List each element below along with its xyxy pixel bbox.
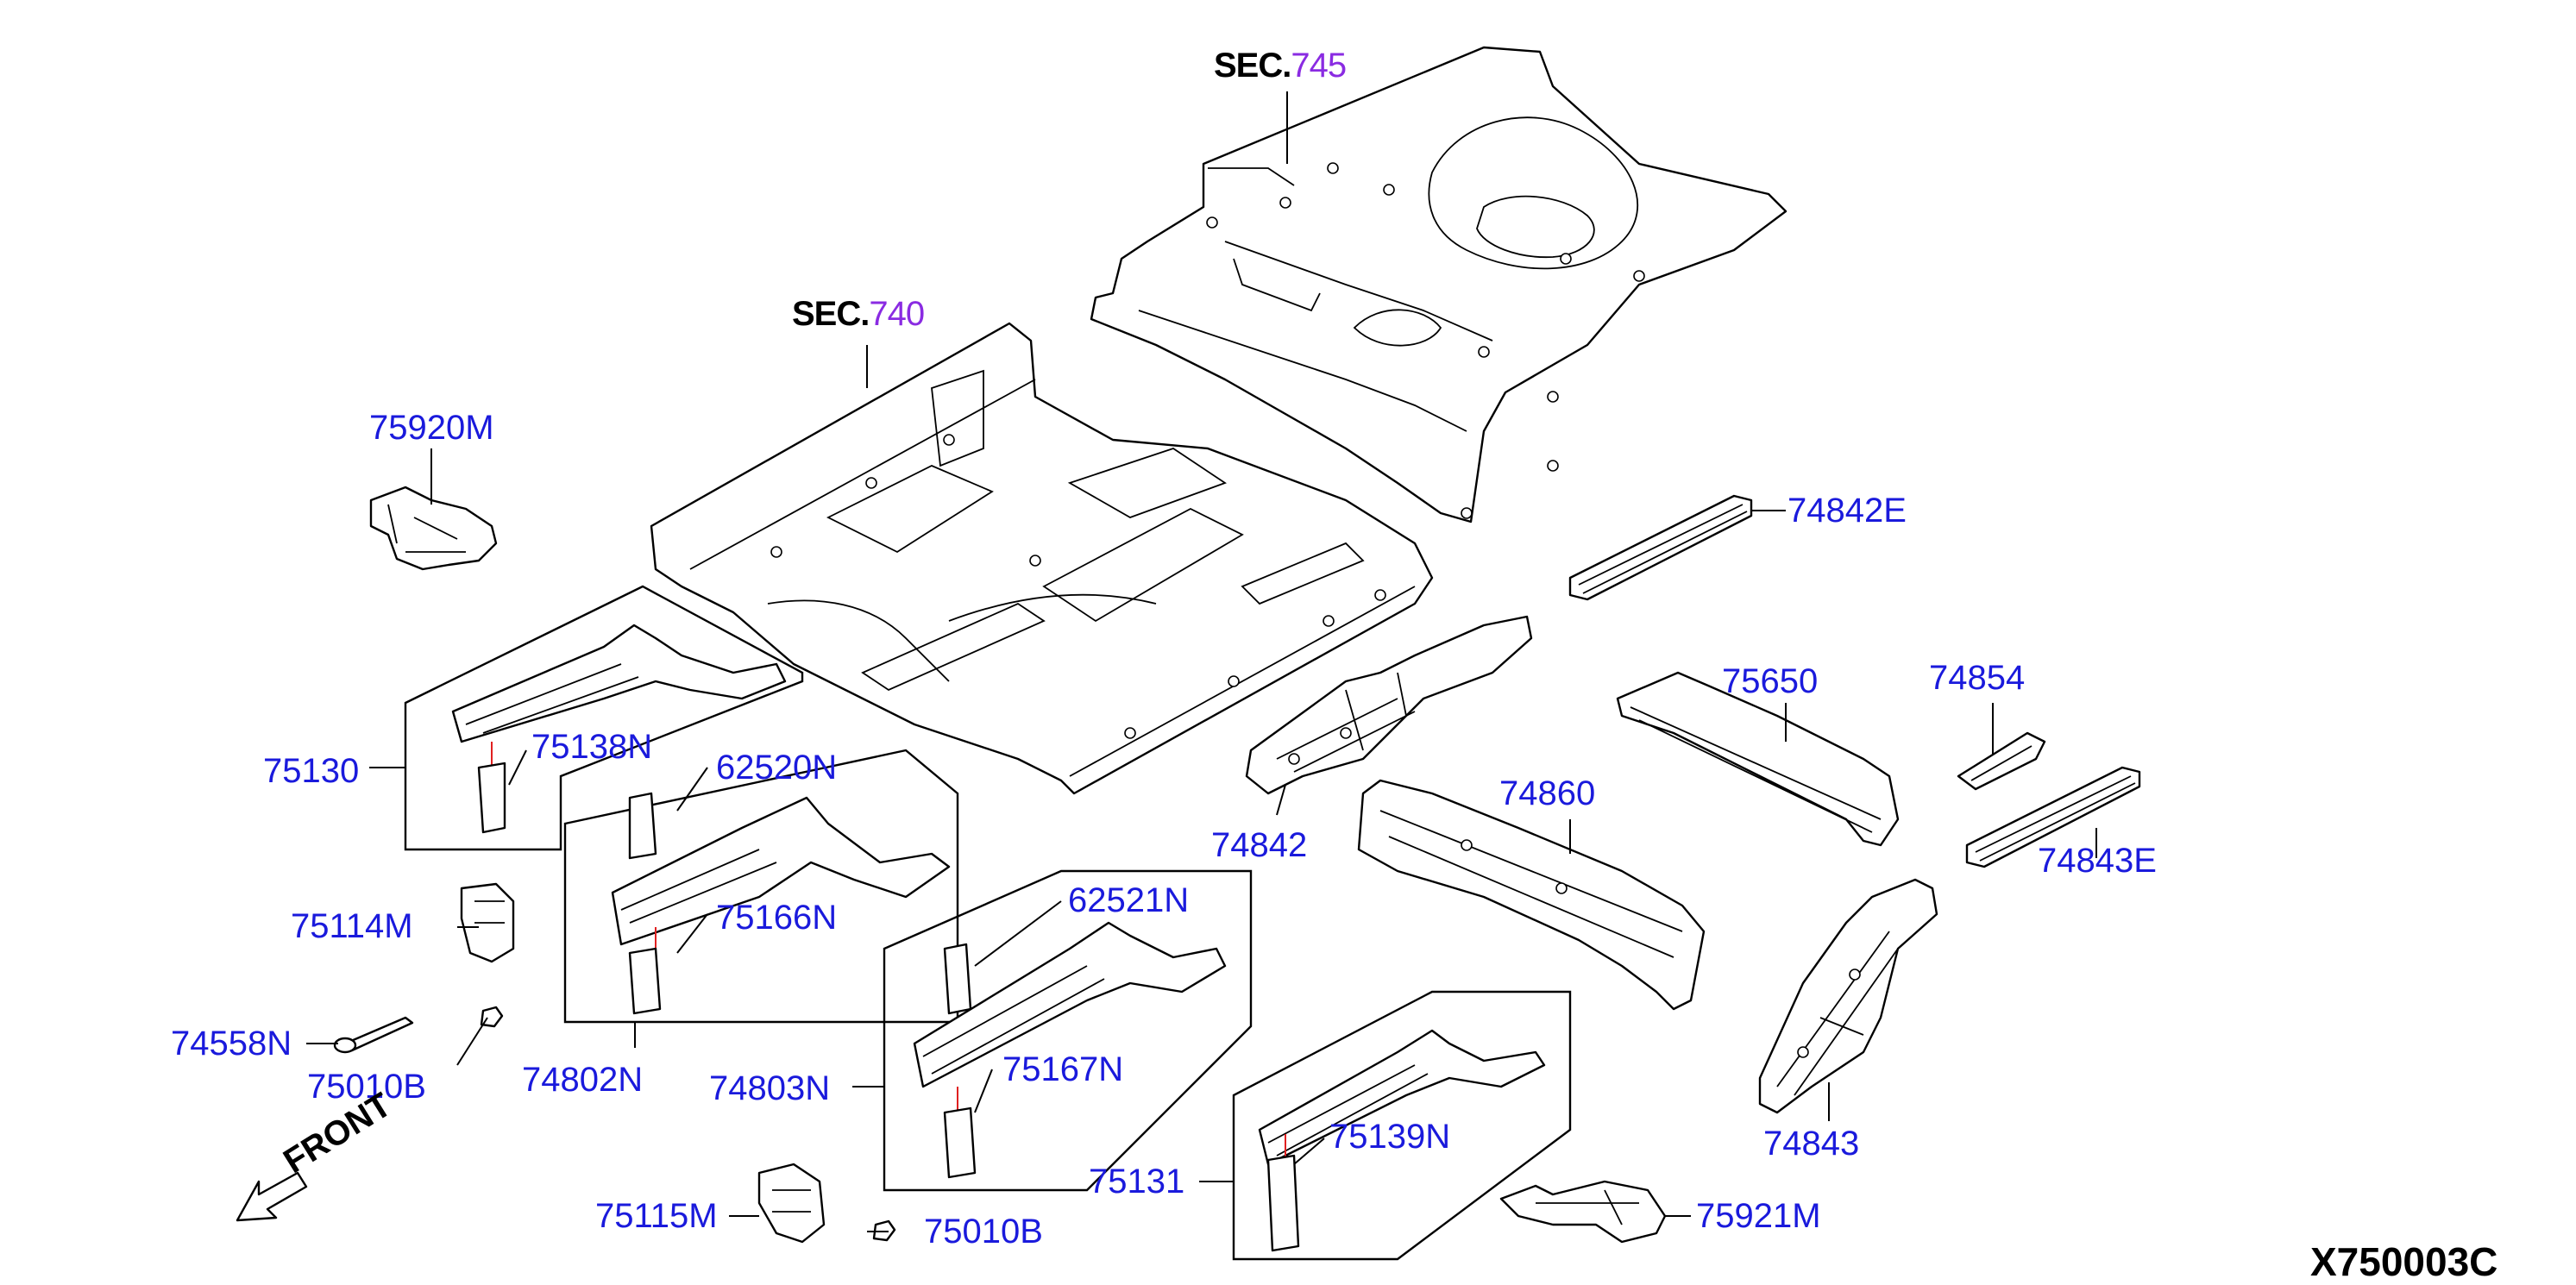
section-ref-740: SEC.740 <box>792 295 925 333</box>
frame-75131 <box>1232 990 1572 1261</box>
part-label-75010B: 75010B <box>307 1068 426 1106</box>
front-arrow-icon <box>236 1171 308 1222</box>
part-label-62520N: 62520N <box>716 749 838 787</box>
member-74842 <box>1245 615 1533 795</box>
bracket-75115M <box>757 1163 826 1244</box>
part-label-75138N: 75138N <box>531 728 653 766</box>
part-label-75166N: 75166N <box>716 899 838 937</box>
bracket-74854 <box>1957 731 2046 791</box>
member-74843 <box>1758 878 1938 1114</box>
part-label-74843: 74843 <box>1763 1125 1860 1163</box>
diagram-code: X750003C <box>2310 1239 2498 1284</box>
part-label-75921M: 75921M <box>1696 1197 1821 1235</box>
part-label-75010B-2: 75010B <box>924 1213 1043 1251</box>
extension-74843E <box>1965 766 2141 868</box>
part-label-74854: 74854 <box>1929 659 2026 697</box>
part-label-74842: 74842 <box>1211 826 1308 864</box>
part-label-74802N: 74802N <box>522 1061 644 1099</box>
part-label-62521N: 62521N <box>1068 881 1190 919</box>
section-prefix: SEC. <box>792 295 870 333</box>
crossmember-75650 <box>1616 671 1900 847</box>
part-label-74558N: 74558N <box>171 1025 292 1062</box>
frame-74802N <box>563 749 959 1024</box>
nut-75010B <box>480 1006 504 1028</box>
bolt-74558N <box>333 1016 414 1054</box>
part-label-75920M: 75920M <box>369 409 494 447</box>
rear-floor-panel <box>1090 46 1787 523</box>
part-label-75114M: 75114M <box>291 907 413 945</box>
part-label-74860: 74860 <box>1499 774 1596 812</box>
part-label-75131: 75131 <box>1089 1163 1185 1200</box>
bracket-75921M <box>1499 1180 1667 1244</box>
part-label-74842E: 74842E <box>1787 492 1907 530</box>
front-floor-panel <box>650 322 1434 795</box>
part-label-74803N: 74803N <box>709 1069 831 1107</box>
section-prefix: SEC. <box>1214 47 1291 85</box>
section-ref-745: SEC.745 <box>1214 47 1347 85</box>
bracket-75920M <box>369 486 498 571</box>
part-label-75167N: 75167N <box>1002 1050 1124 1088</box>
frame-74803N <box>883 869 1253 1192</box>
part-label-75650: 75650 <box>1722 662 1819 700</box>
bracket-75114M <box>460 882 515 963</box>
part-label-75115M: 75115M <box>595 1197 718 1235</box>
leader-lines <box>306 91 2097 1232</box>
frame-75130 <box>404 585 804 851</box>
crossmember-74860 <box>1357 779 1706 1011</box>
section-number: 740 <box>869 295 925 333</box>
part-label-75139N: 75139N <box>1329 1118 1451 1156</box>
extension-74842E <box>1568 494 1753 601</box>
part-label-74843E: 74843E <box>2038 842 2157 880</box>
section-number: 745 <box>1291 47 1347 85</box>
part-label-75130: 75130 <box>263 752 360 790</box>
